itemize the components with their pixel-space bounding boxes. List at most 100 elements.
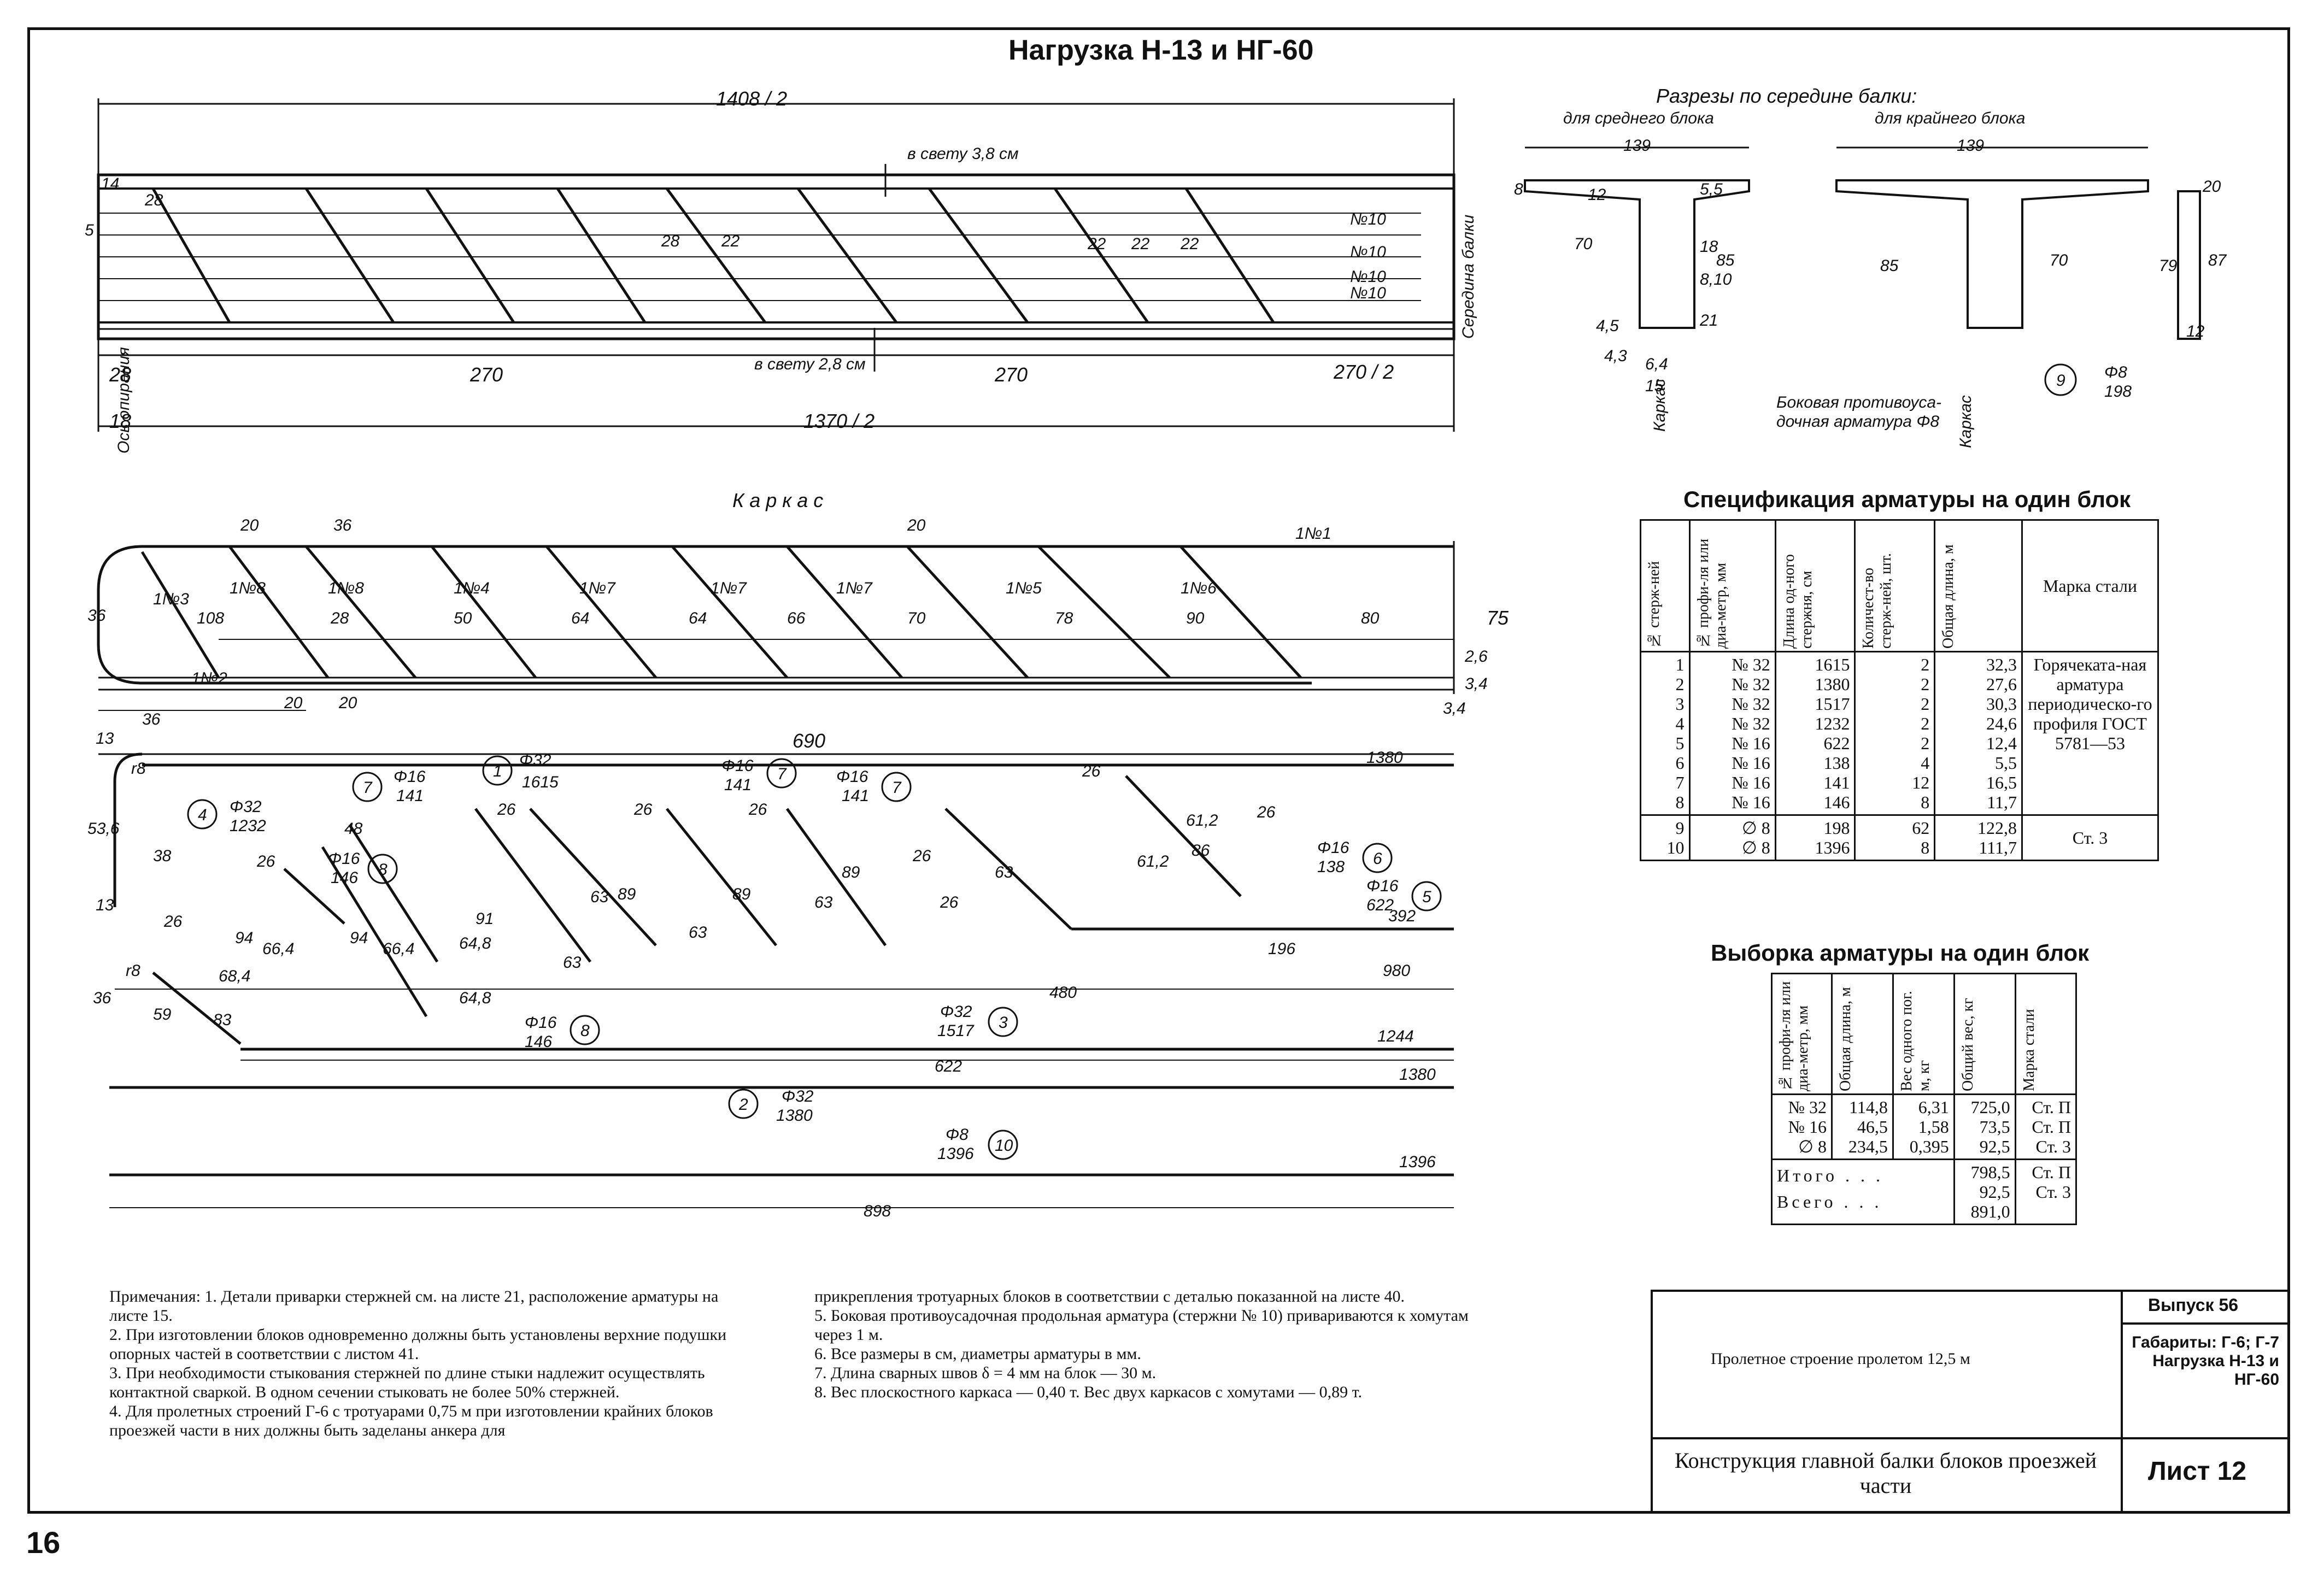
- sel-r2-c2: 46,5: [1857, 1117, 1888, 1137]
- detail-misc-26h: 26: [1257, 803, 1276, 821]
- spec-r9-c3: 198: [1823, 818, 1850, 838]
- sel-h-len: Общая длина, м: [1837, 987, 1854, 1091]
- sel-r3-c4: 92,5: [1979, 1137, 2010, 1156]
- detail-misc-664a: 66,4: [262, 940, 295, 958]
- sel-h-total: Общий вес, кг: [1959, 998, 1976, 1091]
- elevation-dim-270b: 270: [995, 363, 1028, 386]
- sel-h-profile: № профи-ля или диа-метр, мм: [1777, 981, 1811, 1091]
- detail-misc-94b: 94: [350, 929, 368, 947]
- section-dim-21: 21: [1700, 311, 1718, 330]
- detail-8b-num: 8: [580, 1022, 590, 1040]
- detail-misc-89b: 89: [732, 885, 751, 903]
- spec-steel-1: Горячеката-ная арматура периодическо-го …: [2021, 651, 2159, 816]
- karkas-dim-20d: 20: [339, 694, 357, 712]
- detail-misc-59: 59: [153, 1005, 172, 1024]
- section-dim-9: 9: [2056, 372, 2065, 390]
- detail-misc-648b: 64,8: [459, 989, 491, 1007]
- stamp-gabarity: Габариты: Г-6; Г-7 Нагрузка Н-13 и НГ-60: [2132, 1333, 2279, 1389]
- elevation-dim-28: 28: [109, 363, 132, 386]
- detail-8a-num: 8: [378, 861, 388, 879]
- sel-h-weight1: Вес одного пог. м, кг: [1898, 991, 1933, 1091]
- sel-r1-c2: 114,8: [1849, 1097, 1888, 1117]
- stamp-issue: Выпуск 56: [2148, 1295, 2239, 1315]
- spec-h-total: Общая длина, м: [1940, 544, 1957, 649]
- karkas-bar-5: 1№5: [1006, 579, 1042, 597]
- karkas-bar-7b: 1№7: [711, 579, 747, 597]
- karkas-bar-3: 1№3: [153, 590, 189, 608]
- spec-h-qty: Количест-во стерж-ней, шт.: [1860, 553, 1895, 649]
- stamp-divider-v: [2121, 1290, 2123, 1514]
- elevation-small-14: 14: [101, 175, 120, 193]
- detail-misc-612b: 61,2: [1137, 852, 1169, 871]
- spec-r9-c5: 122,8: [1977, 818, 2017, 838]
- detail-2-dia: Φ32: [782, 1087, 814, 1105]
- spec-r6-c4: 4: [1921, 753, 1930, 773]
- spec-r6-c2: № 16: [1732, 753, 1770, 773]
- detail-misc-26e: 26: [749, 801, 767, 819]
- detail-len-1380b: 1380: [1399, 1066, 1436, 1084]
- spec-h-num: № стерж-ней: [1646, 561, 1663, 649]
- detail-misc-63c: 63: [814, 893, 833, 911]
- detail-5-len: 622: [1366, 896, 1394, 914]
- detail-misc-26d: 26: [634, 801, 653, 819]
- karkas-bar-4: 1№4: [454, 579, 490, 597]
- elevation-dim-270-2: 270 / 2: [1334, 361, 1394, 383]
- spec-r2-c3: 1380: [1815, 674, 1850, 694]
- spec-r10-c2: ∅ 8: [1741, 838, 1770, 857]
- stamp-construction: Конструкция главной балки блоков проезже…: [1674, 1448, 2097, 1498]
- karkas-dim-26: 2,6: [1465, 648, 1488, 666]
- karkas-bar-6: 1№6: [1181, 579, 1217, 597]
- spec-r3-c1: 3: [1675, 694, 1685, 714]
- notes-left: Примечания: 1. Детали приварки стержней …: [109, 1287, 749, 1440]
- spec-r1-c5: 32,3: [1986, 655, 2017, 674]
- detail-7a-dia: Φ16: [394, 768, 426, 786]
- sel-h-steel: Марка стали: [2020, 1009, 2038, 1091]
- karkas-bar-7c: 1№7: [836, 579, 872, 597]
- detail-3-len: 1517: [937, 1022, 974, 1040]
- detail-misc-36: 36: [93, 989, 111, 1007]
- detail-misc-89c: 89: [842, 863, 860, 881]
- spec-r7-c3: 141: [1823, 773, 1850, 792]
- section-dim-20: 20: [2203, 178, 2221, 196]
- section-dim-810: 8,10: [1700, 270, 1732, 289]
- detail-misc-r8a: r8: [131, 760, 146, 778]
- spec-r7-c1: 7: [1675, 773, 1685, 792]
- spec-r4-c5: 24,6: [1986, 714, 2017, 733]
- detail-len-196: 196: [1268, 940, 1296, 958]
- sel-r1-c1: № 32: [1788, 1097, 1827, 1117]
- detail-10-num: 10: [995, 1137, 1013, 1155]
- elevation-spacing-22b: 22: [1088, 235, 1106, 253]
- detail-8b-len: 146: [525, 1033, 553, 1051]
- karkas-dim-34b: 3,4: [1443, 699, 1466, 718]
- section-dim-85b: 85: [1880, 257, 1899, 275]
- spec-r10-c5: 111,7: [1979, 838, 2017, 857]
- spec-r5-c4: 2: [1921, 733, 1930, 753]
- spec-r7-c4: 12: [1912, 773, 1930, 792]
- sel-itogo-v1: 798,5: [1970, 1162, 2010, 1182]
- spec-r1-c4: 2: [1921, 655, 1930, 674]
- detail-misc-83: 83: [213, 1011, 232, 1029]
- section-dim-85a: 85: [1716, 251, 1735, 269]
- spec-r5-c1: 5: [1675, 733, 1685, 753]
- stamp-span: Пролетное строение пролетом 12,5 м: [1711, 1350, 1970, 1368]
- detail-misc-63e: 63: [590, 888, 609, 906]
- section-dim-55: 5,5: [1700, 180, 1723, 198]
- sel-vsego-label: Всего . . .: [1777, 1192, 1882, 1212]
- karkas-title: Каркас: [732, 489, 829, 511]
- detail-misc-63d: 63: [995, 863, 1013, 881]
- detail-1-num: 1: [493, 762, 502, 780]
- detail-4-len: 1232: [230, 817, 266, 835]
- section-dim-8: 8: [1514, 180, 1523, 198]
- elevation-bar-10a: №10: [1350, 210, 1386, 228]
- elevation-clear-top: в свету 3,8 см: [907, 145, 1019, 163]
- spec-r9-c1: 9: [1675, 818, 1685, 838]
- sel-r2-c4: 73,5: [1979, 1117, 2010, 1137]
- spec-steel-2: Ст. 3: [2021, 814, 2159, 861]
- karkas-bar-1: 1№1: [1295, 525, 1331, 543]
- spec-r10-c4: 8: [1921, 838, 1930, 857]
- detail-3-num: 3: [999, 1014, 1008, 1032]
- note-4: 4. Для пролетных строений Г-6 с тротуара…: [109, 1402, 713, 1439]
- karkas-dim-66: 66: [787, 609, 806, 627]
- section-dim-70b: 70: [2050, 251, 2068, 269]
- karkas-dim-50: 50: [454, 609, 472, 627]
